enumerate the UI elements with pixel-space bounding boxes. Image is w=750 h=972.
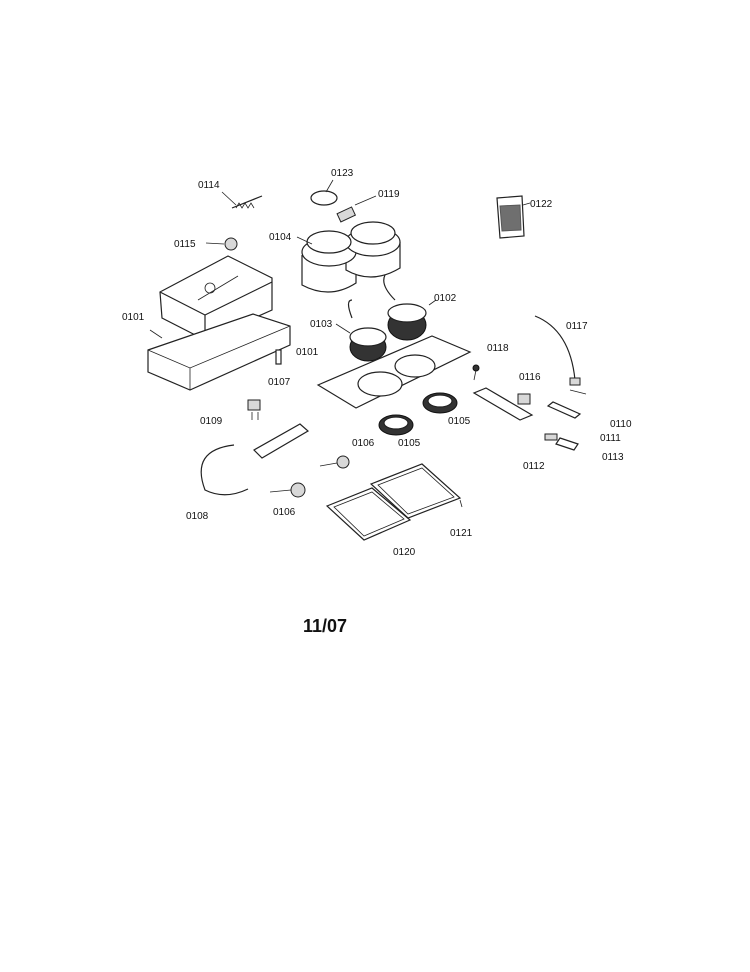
label-0104: 0104 — [269, 232, 292, 243]
label-0105-left: 0105 — [398, 438, 421, 449]
part-0102-motor — [383, 274, 437, 341]
label-0113: 0113 — [602, 452, 624, 463]
part-0115-knob — [205, 237, 238, 251]
part-motor-plate — [316, 335, 472, 409]
part-0110-terminal — [546, 401, 582, 419]
label-0106-upper: 0106 — [352, 438, 375, 449]
part-0109-switch — [247, 399, 261, 420]
part-0116-bracket — [472, 387, 534, 421]
label-0107: 0107 — [268, 377, 291, 388]
part-0123-lens — [310, 179, 338, 206]
part-0106-socket-upper — [319, 455, 350, 469]
part-0117-power-cord — [534, 315, 587, 395]
label-0118: 0118 — [487, 343, 509, 354]
label-0109: 0109 — [200, 416, 223, 427]
part-0118-screw — [472, 364, 480, 381]
part-0114-spring — [221, 191, 263, 209]
part-0104-duct — [296, 221, 401, 293]
label-0108: 0108 — [186, 511, 209, 522]
label-0117: 0117 — [566, 321, 588, 332]
part-0105-filter-left — [378, 414, 414, 436]
label-0120: 0120 — [393, 547, 416, 558]
label-0112: 0112 — [523, 461, 545, 472]
label-0119: 0119 — [378, 189, 400, 200]
part-0122-hardware-bag — [496, 195, 531, 239]
label-0110: 0110 — [610, 419, 632, 430]
label-0122: 0122 — [530, 199, 553, 210]
label-0121: 0121 — [450, 528, 473, 539]
part-0121-grease-filter — [369, 463, 463, 519]
label-0106-lower: 0106 — [273, 507, 296, 518]
label-0114: 0114 — [198, 180, 220, 191]
part-0101-housing — [147, 255, 291, 391]
label-0116: 0116 — [519, 372, 541, 383]
date-code: 11/07 — [303, 616, 347, 636]
part-light-trim — [253, 423, 310, 459]
label-0123: 0123 — [331, 168, 354, 179]
label-0103: 0103 — [310, 319, 333, 330]
part-0120-grease-filter — [325, 487, 412, 541]
part-0111-0113-connectors — [544, 433, 579, 451]
part-0105-filter-right — [422, 392, 458, 414]
label-0105-right: 0105 — [448, 416, 471, 427]
part-0119-bulb — [336, 195, 377, 223]
label-0101-lower: 0101 — [296, 347, 319, 358]
part-0106-socket-lower — [269, 482, 306, 498]
label-0102: 0102 — [434, 293, 457, 304]
part-0108-wire — [200, 444, 249, 496]
label-0101-upper: 0101 — [122, 312, 145, 323]
part-0107-clip — [275, 349, 282, 365]
part-0103-motor — [335, 299, 387, 362]
label-0111: 0111 — [600, 433, 621, 444]
label-0115: 0115 — [174, 239, 196, 250]
